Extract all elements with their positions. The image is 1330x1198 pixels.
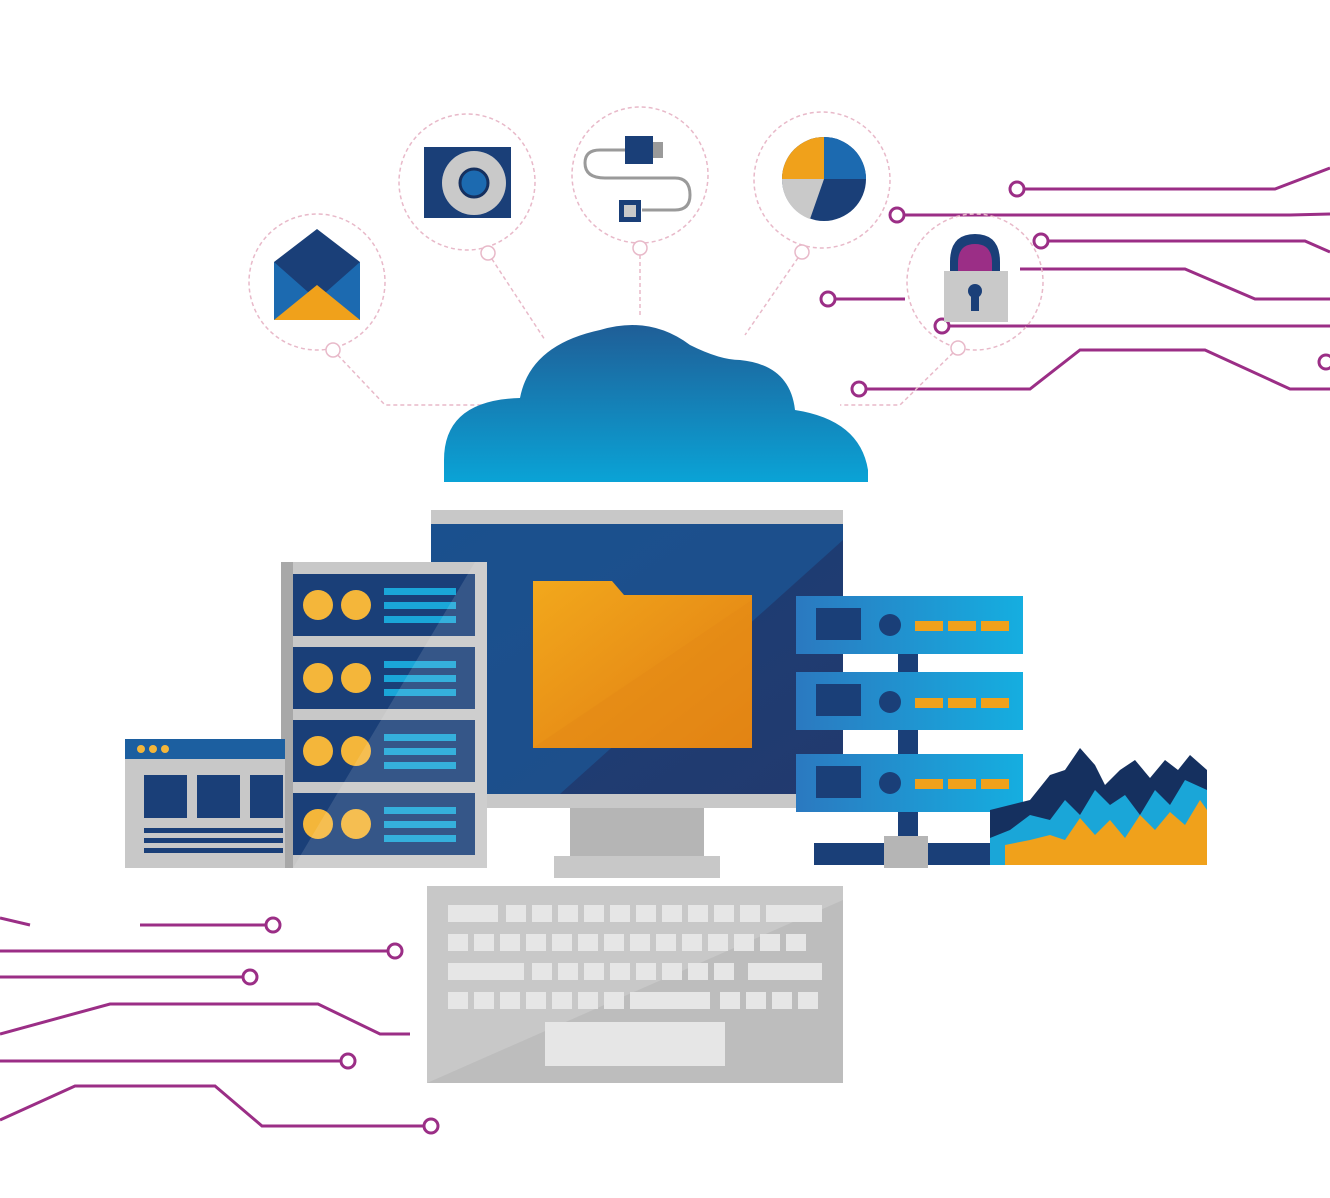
keyboard-key xyxy=(682,934,702,951)
keyboard-key xyxy=(506,905,526,922)
keyboard-key xyxy=(558,963,578,980)
keyboard-key xyxy=(636,963,656,980)
keyboard-key xyxy=(448,905,498,922)
keyboard-key xyxy=(532,963,552,980)
keyboard-key xyxy=(584,963,604,980)
keyboard-key xyxy=(714,963,734,980)
keyboard-key xyxy=(656,934,676,951)
keyboard-key xyxy=(558,905,578,922)
keyboard-key xyxy=(734,934,754,951)
network-switch xyxy=(796,596,1023,868)
mail-icon xyxy=(274,229,360,320)
keyboard-key xyxy=(448,934,468,951)
folder-icon xyxy=(533,581,752,748)
keyboard-key xyxy=(786,934,806,951)
keyboard-key xyxy=(688,905,708,922)
switch-unit xyxy=(796,596,1023,654)
keyboard-key xyxy=(708,934,728,951)
spacebar xyxy=(545,1022,725,1066)
keyboard-key xyxy=(578,934,598,951)
pie-bubble xyxy=(753,111,891,260)
keyboard-key xyxy=(766,905,822,922)
keyboard-key xyxy=(748,963,822,980)
keyboard-key xyxy=(662,963,682,980)
padlock-icon xyxy=(944,234,1008,322)
switch-unit xyxy=(796,672,1023,730)
keyboard-key xyxy=(448,992,468,1009)
keyboard-key xyxy=(662,905,682,922)
keyboard-key xyxy=(474,992,494,1009)
keyboard-keys xyxy=(448,905,822,1009)
cloud xyxy=(444,325,868,482)
server-unit xyxy=(293,793,475,855)
keyboard-key xyxy=(760,934,780,951)
keyboard-key xyxy=(532,905,552,922)
keyboard-key xyxy=(552,992,572,1009)
keyboard-key xyxy=(714,905,734,922)
keyboard-key xyxy=(772,992,792,1009)
disk-bubble xyxy=(398,113,536,261)
keyboard-key xyxy=(636,905,656,922)
keyboard xyxy=(427,886,843,1083)
activity-graph xyxy=(990,748,1207,865)
server-unit xyxy=(293,720,475,782)
keyboard-key xyxy=(604,992,624,1009)
keyboard-key xyxy=(720,992,740,1009)
monitor xyxy=(431,510,843,878)
server-unit xyxy=(293,574,475,636)
keyboard-key xyxy=(630,934,650,951)
keyboard-key xyxy=(500,992,520,1009)
circuit-lines-right xyxy=(819,166,1330,398)
keyboard-key xyxy=(448,963,524,980)
mail-bubble xyxy=(248,213,386,358)
keyboard-key xyxy=(630,992,710,1009)
keyboard-key xyxy=(688,963,708,980)
keyboard-key xyxy=(746,992,766,1009)
circuit-lines-left xyxy=(0,916,440,1135)
keyboard-key xyxy=(610,963,630,980)
lock-bubble xyxy=(906,213,1044,356)
keyboard-key xyxy=(526,934,546,951)
keyboard-key xyxy=(604,934,624,951)
pie-chart-icon xyxy=(781,137,866,221)
keyboard-key xyxy=(798,992,818,1009)
browser-window xyxy=(125,739,285,868)
switch-unit xyxy=(796,754,1023,812)
usb-bubble xyxy=(571,106,709,256)
keyboard-key xyxy=(474,934,494,951)
keyboard-key xyxy=(584,905,604,922)
keyboard-key xyxy=(500,934,520,951)
keyboard-key xyxy=(578,992,598,1009)
usb-cable-icon xyxy=(583,136,692,222)
keyboard-key xyxy=(740,905,760,922)
server-unit xyxy=(293,647,475,709)
server-rack xyxy=(281,562,487,868)
keyboard-key xyxy=(526,992,546,1009)
keyboard-key xyxy=(610,905,630,922)
disk-drive-icon xyxy=(424,147,511,218)
keyboard-key xyxy=(552,934,572,951)
